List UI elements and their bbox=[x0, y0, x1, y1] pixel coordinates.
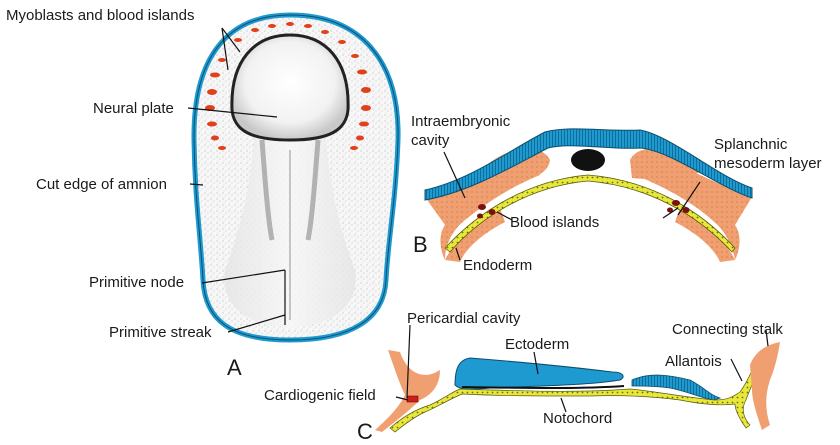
ectoderm-c bbox=[454, 357, 624, 390]
label-cavity: cavity bbox=[411, 132, 450, 149]
notochord-c bbox=[461, 385, 625, 389]
neural-plate bbox=[230, 33, 350, 142]
label-endoderm: Endoderm bbox=[463, 257, 533, 274]
label-myoblasts-blood-islands: Myoblasts and blood islands bbox=[6, 7, 195, 24]
label-ectoderm: Ectoderm bbox=[505, 336, 570, 353]
label-pericardial-cavity: Pericardial cavity bbox=[407, 310, 521, 327]
panel-c-leaders bbox=[395, 324, 769, 413]
panel-letter-b: B bbox=[413, 232, 428, 257]
blood-islands-dark bbox=[477, 200, 690, 219]
notochord-b bbox=[571, 149, 605, 171]
connecting-stalk bbox=[750, 342, 780, 430]
label-notochord: Notochord bbox=[543, 410, 613, 427]
ectoderm-b bbox=[424, 128, 753, 201]
endoderm-b bbox=[444, 174, 736, 253]
label-splanchnic: Splanchnic bbox=[714, 136, 788, 153]
label-allantois: Allantois bbox=[665, 353, 722, 370]
panel-letter-a: A bbox=[227, 355, 242, 380]
panel-b-cross-section bbox=[424, 128, 753, 262]
panel-a-embryo bbox=[187, 12, 401, 343]
label-intraembryonic: Intraembryonic bbox=[411, 113, 511, 130]
label-cut-edge-amnion: Cut edge of amnion bbox=[36, 176, 167, 193]
label-mesoderm-layer: mesoderm layer bbox=[714, 155, 822, 172]
label-connecting-stalk: Connecting stalk bbox=[672, 321, 783, 338]
label-primitive-node: Primitive node bbox=[89, 274, 185, 291]
label-blood-islands: Blood islands bbox=[510, 214, 600, 231]
panel-b-leaders bbox=[443, 151, 701, 261]
panel-letter-c: C bbox=[357, 419, 373, 444]
endoderm-c bbox=[389, 362, 761, 433]
label-cardiogenic-field: Cardiogenic field bbox=[264, 387, 376, 404]
label-neural-plate: Neural plate bbox=[93, 100, 174, 117]
panel-a-leaders bbox=[187, 27, 286, 333]
cardiogenic-field bbox=[406, 395, 419, 403]
label-primitive-streak: Primitive streak bbox=[109, 324, 212, 341]
blood-islands-red bbox=[205, 22, 371, 150]
panel-c-sagittal bbox=[375, 324, 780, 433]
